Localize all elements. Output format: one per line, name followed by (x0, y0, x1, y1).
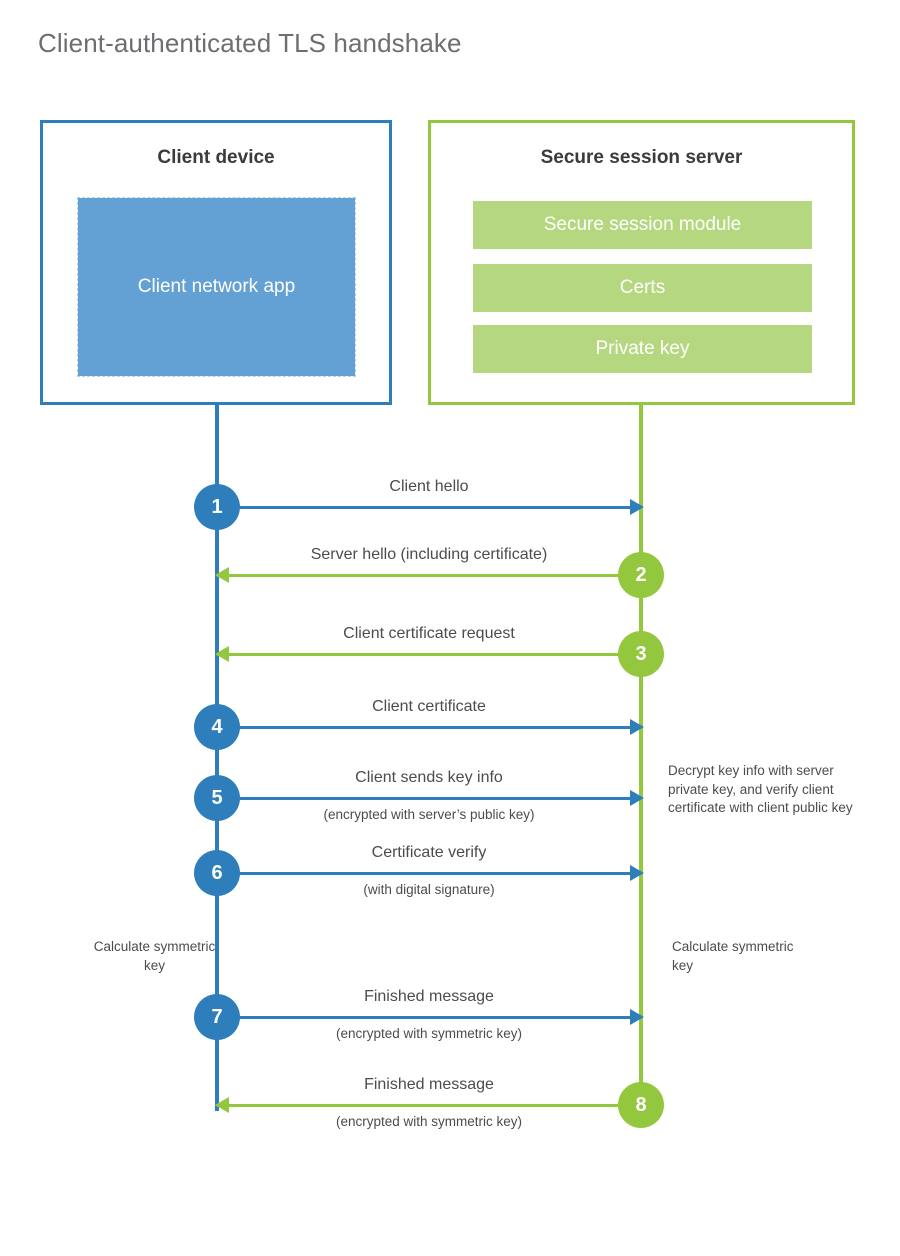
message-sublabel: (with digital signature) (363, 882, 495, 897)
client-lifeline (215, 405, 219, 1111)
client-network-app-label: Client network app (137, 276, 296, 298)
message-label: Client certificate request (343, 625, 515, 642)
arrowhead-left-icon (215, 567, 229, 583)
message-line (217, 1016, 641, 1019)
arrowhead-right-icon (630, 1009, 644, 1025)
message-label: Finished message (364, 988, 494, 1005)
step-circle-2: 2 (618, 552, 664, 598)
message-line (217, 726, 641, 729)
server-calculate-symmetric-key-note: Calculate symmetric key (672, 939, 794, 973)
server-module-certs: Certs (473, 264, 812, 312)
arrowhead-right-icon (630, 719, 644, 735)
message-label: Finished message (364, 1076, 494, 1093)
step-circle-4: 4 (194, 704, 240, 750)
step-circle-3: 3 (618, 631, 664, 677)
server-module-label: Secure session module (543, 214, 742, 235)
arrowhead-left-icon (215, 646, 229, 662)
secure-session-server-box: Secure session server Secure session mod… (428, 120, 855, 405)
step-circle-5: 5 (194, 775, 240, 821)
arrowhead-left-icon (215, 1097, 229, 1113)
message-line (217, 872, 641, 875)
client-device-box: Client device Client network app (40, 120, 392, 405)
step-circle-8: 8 (618, 1082, 664, 1128)
message-label: Client hello (389, 478, 469, 495)
client-network-app-block: Client network app (77, 197, 356, 377)
secure-session-server-title: Secure session server (540, 147, 743, 168)
arrowhead-right-icon (630, 499, 644, 515)
step-circle-6: 6 (194, 850, 240, 896)
server-module-label: Certs (619, 277, 666, 298)
server-lifeline (639, 405, 643, 1107)
message-line (217, 797, 641, 800)
server-module-secure-session-module: Secure session module (473, 201, 812, 249)
step-circle-7: 7 (194, 994, 240, 1040)
server-module-label: Private key (595, 338, 690, 359)
page-title: Client-authenticated TLS handshake (38, 28, 462, 58)
server-decrypt-note: Decrypt key info with server private key… (668, 763, 853, 816)
message-sublabel: (encrypted with symmetric key) (335, 1114, 523, 1129)
arrowhead-right-icon (630, 865, 644, 881)
step-circle-1: 1 (194, 484, 240, 530)
client-device-title: Client device (157, 147, 275, 168)
message-label: Server hello (including certificate) (310, 546, 548, 563)
message-sublabel: (encrypted with server’s public key) (323, 807, 535, 822)
message-line (217, 574, 641, 577)
message-sublabel: (encrypted with symmetric key) (335, 1026, 523, 1041)
message-label: Certificate verify (371, 844, 487, 861)
message-label: Client certificate (372, 698, 486, 715)
arrowhead-right-icon (630, 790, 644, 806)
message-label: Client sends key info (355, 769, 503, 786)
server-module-private-key: Private key (473, 325, 812, 373)
message-line (217, 653, 641, 656)
message-line (217, 1104, 641, 1107)
client-calculate-symmetric-key-note: Calculate symmetric key (93, 939, 216, 973)
message-line (217, 506, 641, 509)
